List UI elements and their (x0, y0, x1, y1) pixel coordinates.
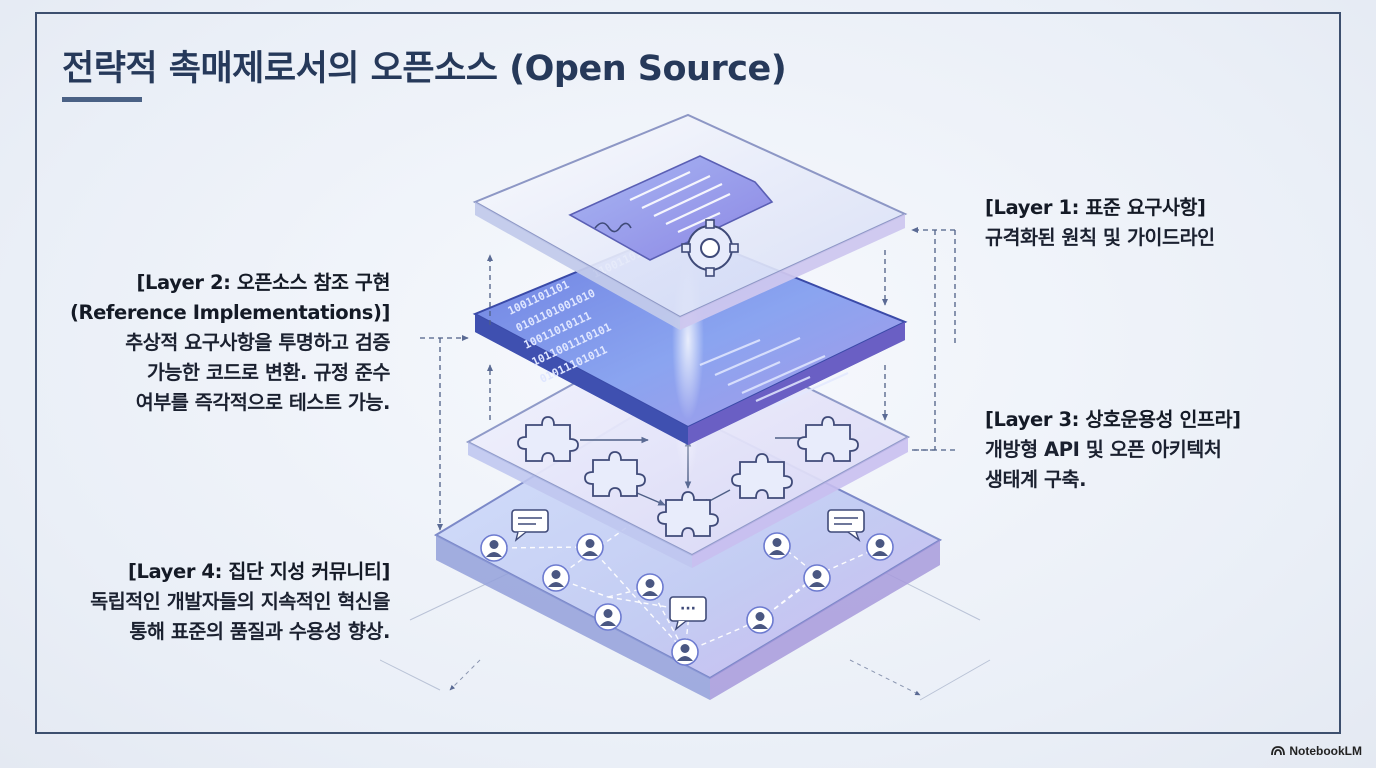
brand-label: NotebookLM (1289, 744, 1362, 758)
layered-diagram: ··· 1001101101 0101101001010 10011010111 (380, 113, 991, 701)
chat-bubbles: ··· (511, 509, 865, 631)
layer-2-heading-line-1: [Layer 2: 오픈소스 참조 구현 (136, 271, 391, 294)
layer-4-heading: [Layer 4: 집단 지성 커뮤니티] (127, 560, 390, 583)
gear-icon (681, 219, 739, 277)
chat-dots: ··· (680, 601, 696, 617)
title-underline (62, 97, 142, 102)
layer-2-description-line-1: 추상적 요구사항을 투명하고 검증 (125, 331, 390, 354)
layer-1-description: 규격화된 원칙 및 가이드라인 (985, 226, 1215, 249)
layer-3-description-line-1: 개방형 API 및 오픈 아키텍처 (985, 438, 1222, 461)
layer-4-description-line-2: 통해 표준의 품질과 수용성 향상. (129, 620, 390, 643)
standard-document (568, 155, 774, 261)
layer-3-heading: [Layer 3: 상호운용성 인프라] (985, 408, 1241, 431)
layer-3-description-line-2: 생태계 구축. (985, 468, 1087, 491)
layer-3-label: [Layer 3: 상호운용성 인프라] 개방형 API 및 오픈 아키텍처 생… (985, 405, 1241, 495)
layer-2-heading-line-2: (Reference Implementations)] (69, 301, 390, 324)
layer-2-label: [Layer 2: 오픈소스 참조 구현 (Reference Implemen… (70, 268, 390, 418)
slide-frame (35, 12, 1341, 734)
layer-2-description-line-3: 여부를 즉각적으로 테스트 가능. (135, 391, 391, 414)
layer-4-description-line-1: 독립적인 개발자들의 지속적인 혁신을 (90, 590, 390, 613)
layer-2-description-line-2: 가능한 코드로 변환. 규정 준수 (146, 361, 390, 384)
notebooklm-logo-icon (1271, 746, 1286, 756)
page-title: 전략적 촉매제로서의 오픈소스 (Open Source) (62, 49, 787, 89)
notebooklm-watermark: NotebookLM (1271, 744, 1362, 758)
layer-1-heading: [Layer 1: 표준 요구사항] (985, 196, 1206, 219)
layer-1-label: [Layer 1: 표준 요구사항] 규격화된 원칙 및 가이드라인 (985, 193, 1215, 253)
layer-4-label: [Layer 4: 집단 지성 커뮤니티] 독립적인 개발자들의 지속적인 혁신… (90, 557, 390, 647)
